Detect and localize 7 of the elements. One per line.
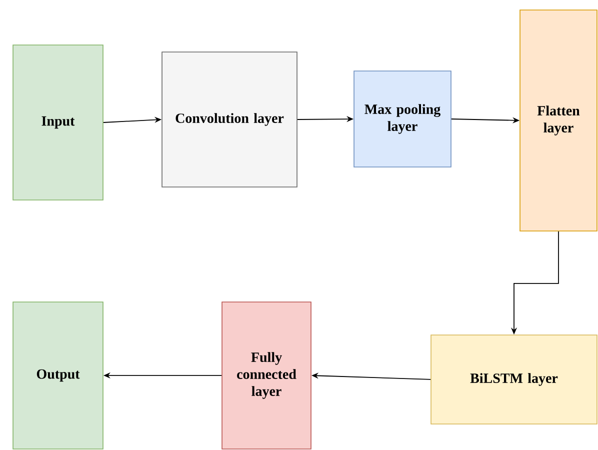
layer-box: Max pooling layer [354, 70, 452, 168]
layer-box: Fully connected layer [222, 302, 312, 450]
layer-box: Convolution layer [162, 52, 298, 188]
input-box: Input [12, 44, 104, 200]
layer-box: BiLSTM layer [430, 334, 598, 424]
layer-box: Flatten layer [520, 10, 598, 232]
output-box: Output [12, 302, 104, 450]
